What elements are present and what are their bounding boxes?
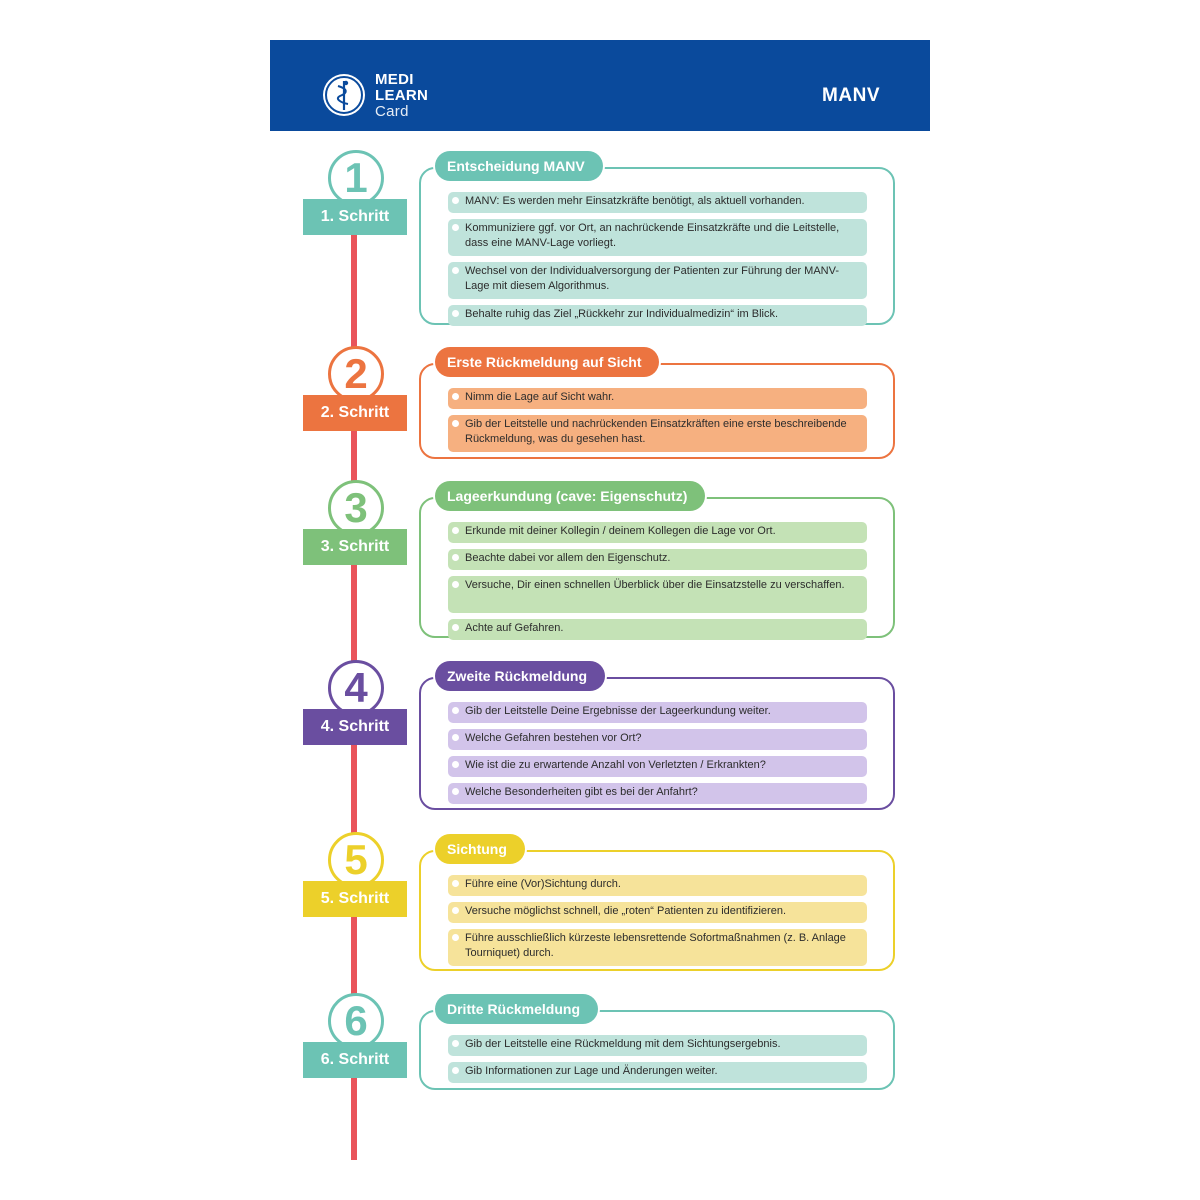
step-label: 3. Schritt [303,529,407,565]
step-panel-3: Lageerkundung (cave: Eigenschutz) Erkunde… [419,481,895,640]
step-title: Dritte Rückmeldung [435,994,599,1024]
step-title: Zweite Rückmeldung [435,661,606,691]
card-title: MANV [822,85,880,106]
step-title: Erste Rückmeldung auf Sicht [435,347,660,377]
card-header: MEDI LEARN Card MANV [270,40,930,131]
list-item: Gib der Leitstelle Deine Ergebnisse der … [448,702,867,723]
step-label: 6. Schritt [303,1042,407,1078]
step-number-circle: 4 [328,660,384,716]
list-item: Behalte ruhig das Ziel „Rückkehr zur Ind… [448,305,867,326]
list-item: Gib der Leitstelle eine Rückmeldung mit … [448,1035,867,1056]
step-bullet-list: Gib der Leitstelle eine Rückmeldung mit … [448,1035,867,1089]
step-number-circle: 1 [328,150,384,206]
list-item: Kommuniziere ggf. vor Ort, an nachrücken… [448,219,867,256]
caduceus-logo-icon [323,74,365,116]
list-item: Welche Besonderheiten gibt es bei der An… [448,783,867,804]
list-item: Welche Gefahren bestehen vor Ort? [448,729,867,750]
step-label: 4. Schritt [303,709,407,745]
list-item: MANV: Es werden mehr Einsatzkräfte benöt… [448,192,867,213]
list-item: Beachte dabei vor allem den Eigenschutz. [448,549,867,570]
step-number-circle: 2 [328,346,384,402]
list-item: Gib der Leitstelle und nachrückenden Ein… [448,415,867,452]
step-bullet-list: Gib der Leitstelle Deine Ergebnisse der … [448,702,867,810]
step-label: 2. Schritt [303,395,407,431]
step-panel-1: Entscheidung MANV MANV: Es werden mehr Ei… [419,151,895,326]
logo-line-2: LEARN [375,87,429,104]
list-item: Führe ausschließlich kürzeste lebensrett… [448,929,867,966]
list-item: Wechsel von der Individualversorgung der… [448,262,867,299]
step-title: Entscheidung MANV [435,151,603,181]
step-label: 1. Schritt [303,199,407,235]
list-item: Versuche möglichst schnell, die „roten“ … [448,902,867,923]
step-title: Lageerkundung (cave: Eigenschutz) [435,481,706,511]
step-bullet-list: MANV: Es werden mehr Einsatzkräfte benöt… [448,192,867,332]
step-number-circle: 6 [328,993,384,1049]
step-number-circle: 3 [328,480,384,536]
step-bullet-list: Nimm die Lage auf Sicht wahr. Gib der Lei… [448,388,867,458]
list-item: Achte auf Gefahren. [448,619,867,640]
list-item: Versuche, Dir einen schnellen Überblick … [448,576,867,613]
step-title: Sichtung [435,834,525,864]
list-item: Führe eine (Vor)Sichtung durch. [448,875,867,896]
logo-line-1: MEDI [375,71,414,88]
step-bullet-list: Erkunde mit deiner Kollegin / deinem Kol… [448,522,867,646]
step-label: 5. Schritt [303,881,407,917]
list-item: Wie ist die zu erwartende Anzahl von Ver… [448,756,867,777]
step-bullet-list: Führe eine (Vor)Sichtung durch. Versuche … [448,875,867,972]
logo-line-3: Card [375,103,409,120]
list-item: Nimm die Lage auf Sicht wahr. [448,388,867,409]
step-number-circle: 5 [328,832,384,888]
list-item: Erkunde mit deiner Kollegin / deinem Kol… [448,522,867,543]
list-item: Gib Informationen zur Lage und Änderunge… [448,1062,867,1083]
medilearn-logo-text: MEDI LEARN Card [375,72,428,120]
